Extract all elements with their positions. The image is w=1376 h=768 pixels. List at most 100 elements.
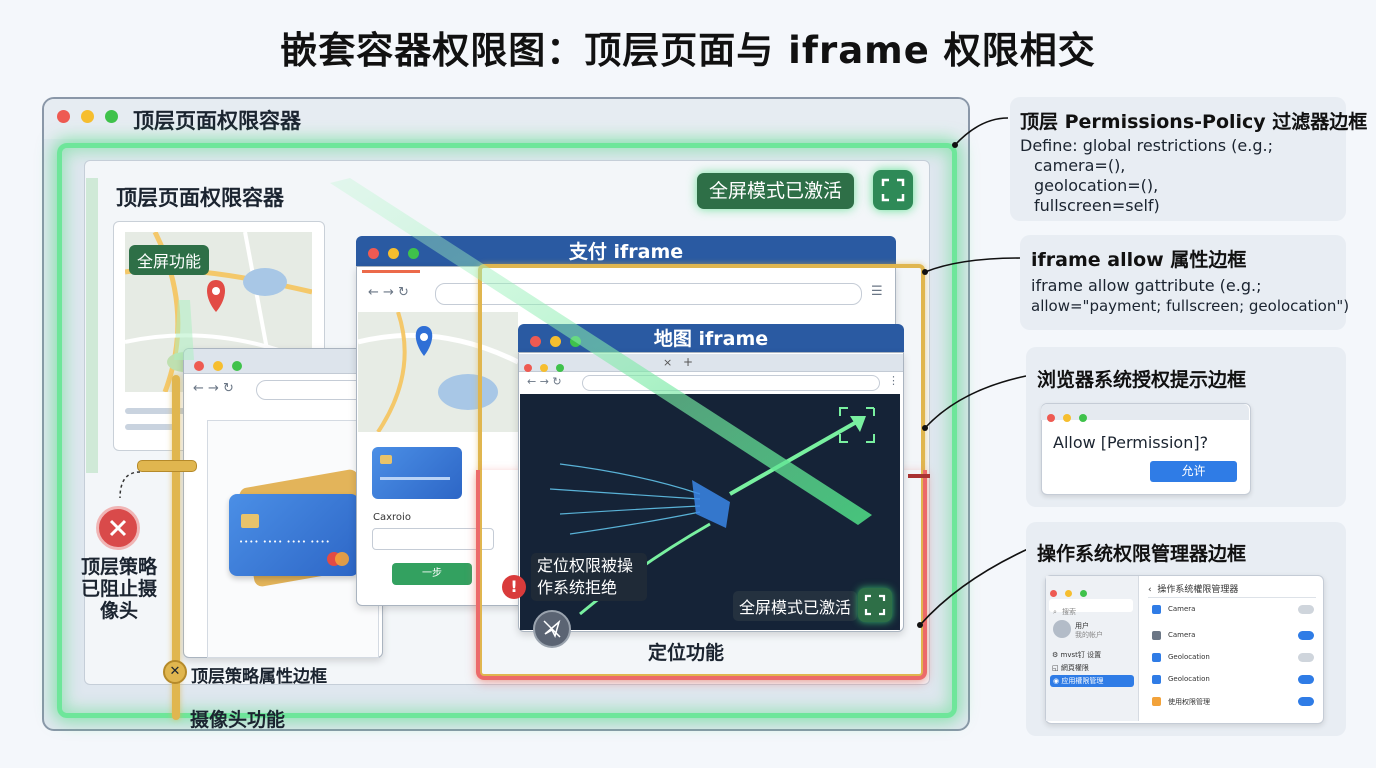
tab-close-icon[interactable]: × (663, 356, 673, 369)
maximize-dot-icon[interactable] (105, 110, 119, 123)
legend-iframe-allow (1020, 235, 1346, 330)
minimize-dot-icon[interactable] (213, 361, 224, 371)
maximize-dot-icon[interactable] (408, 248, 420, 259)
minimize-dot-icon[interactable] (540, 364, 549, 372)
os-row-toggle[interactable] (1298, 605, 1314, 614)
permission-manager-icon (1152, 697, 1161, 706)
maximize-dot-icon[interactable] (1080, 590, 1088, 597)
os-sidebar-item-active[interactable]: ◉ 应用權限管理 (1050, 675, 1134, 687)
policy-x-icon: ✕ (163, 660, 187, 684)
close-dot-icon[interactable] (57, 110, 70, 123)
diagram-title: 嵌套容器权限图：顶层页面与 iframe 权限相交 (280, 29, 1096, 72)
payment-input[interactable] (372, 528, 494, 550)
minimize-dot-icon[interactable] (388, 248, 400, 259)
payment-progress-bar (362, 270, 420, 273)
back-forward-reload-icons[interactable]: ← → ↻ (368, 285, 409, 300)
inner-panel-title: 顶层页面权限容器 (116, 186, 284, 210)
os-permission-row[interactable]: Geolocation (1152, 652, 1314, 664)
permission-dialog-titlebar (1041, 404, 1249, 420)
legend-top-policy (1010, 97, 1346, 221)
payment-next-button[interactable]: 一步 (392, 563, 472, 585)
camera-icon (1152, 605, 1161, 614)
legend-iframe-allow-title: iframe allow 属性边框 (1031, 249, 1247, 271)
permission-dialog-text: Allow [Permission]? (1053, 433, 1209, 452)
card-chip-icon (241, 514, 259, 528)
os-row-toggle[interactable] (1298, 697, 1314, 706)
new-tab-icon[interactable]: + (683, 355, 694, 369)
close-dot-icon[interactable] (524, 364, 532, 372)
back-forward-reload-icons[interactable]: ← → ↻ (193, 381, 234, 396)
os-row-toggle[interactable] (1298, 631, 1314, 640)
legend-top-policy-line: camera=(), (1034, 156, 1126, 175)
close-dot-icon[interactable] (1050, 590, 1057, 597)
os-permission-row[interactable]: Geolocation (1152, 674, 1314, 686)
os-denied-red-border (476, 470, 927, 680)
card-stripe (380, 477, 450, 480)
os-window-controls (1050, 582, 1088, 601)
back-forward-reload-icons[interactable]: ← → ↻ (527, 375, 562, 388)
minimize-dot-icon[interactable] (550, 336, 562, 347)
os-user-sub: 我的帐户 (1075, 631, 1103, 639)
red-border-tick (908, 474, 930, 478)
map-tab-controls (524, 357, 565, 376)
permission-allow-button[interactable]: 允许 (1150, 461, 1237, 482)
os-sidebar-item[interactable]: ◱ 網頁權限 (1052, 664, 1089, 672)
maximize-dot-icon[interactable] (1079, 414, 1088, 422)
map-data-flow-graphic (549, 407, 875, 616)
os-permission-row[interactable]: Camera (1152, 630, 1314, 642)
os-row-toggle[interactable] (1298, 675, 1314, 684)
os-row-label: Camera (1168, 631, 1196, 639)
camera-window-controls (194, 356, 243, 375)
card-chip-icon (380, 455, 392, 464)
top-level-titlebar (44, 99, 968, 139)
legend-top-policy-line: fullscreen=self) (1034, 196, 1160, 215)
payment-url-bar[interactable] (435, 283, 862, 305)
os-panel-header: ‹ 操作系统權限管理器 (1148, 585, 1239, 595)
menu-icon[interactable]: ☰ (871, 284, 883, 299)
location-icon (1152, 675, 1161, 684)
close-dot-icon[interactable] (530, 336, 541, 347)
minimize-dot-icon[interactable] (81, 110, 95, 123)
card-number-dots: •••• •••• •••• •••• (239, 538, 331, 546)
dialog-window-controls (1047, 407, 1088, 426)
camera-icon (1152, 631, 1161, 640)
location-icon (1152, 653, 1161, 662)
top-level-window-title: 顶层页面权限容器 (133, 109, 301, 133)
os-sidebar-item[interactable]: ⚙ mvst钉 设置 (1052, 651, 1102, 659)
map-fullscreen-icon[interactable] (858, 588, 892, 622)
os-permission-row[interactable]: Camera (1152, 604, 1314, 616)
legend-top-policy-line: Define: global restrictions (e.g.; (1020, 136, 1273, 155)
warning-icon: ! (502, 575, 526, 599)
close-dot-icon[interactable] (194, 361, 204, 371)
os-search-field[interactable]: ⌕ 搜索 (1049, 599, 1133, 616)
payment-card-graphic (372, 447, 462, 499)
location-feature-label: 定位功能 (648, 642, 725, 664)
window-controls (57, 108, 119, 127)
close-dot-icon[interactable] (368, 248, 379, 259)
close-dot-icon[interactable] (1047, 414, 1055, 422)
more-icon[interactable]: ⋮ (888, 374, 899, 387)
legend-os-manager-title: 操作系统权限管理器边框 (1037, 543, 1247, 565)
legend-browser-prompt-title: 浏览器系统授权提示边框 (1037, 369, 1247, 391)
minimize-dot-icon[interactable] (1063, 414, 1072, 422)
maximize-dot-icon[interactable] (232, 361, 243, 371)
map-fullscreen-label: 全屏模式已激活 (733, 591, 858, 621)
os-user-name: 用户 (1075, 622, 1089, 630)
map-card-line (125, 408, 195, 414)
card-brand-icon (327, 552, 349, 566)
os-row-toggle[interactable] (1298, 653, 1314, 662)
location-denied-label: 定位权限被操作系统拒绝 (531, 553, 647, 601)
os-sidebar-item-label: 应用權限管理 (1061, 677, 1104, 685)
os-permission-row[interactable]: 使用权限管理 (1152, 696, 1314, 708)
payment-window-controls (368, 244, 420, 263)
minimize-dot-icon[interactable] (1065, 590, 1073, 597)
os-row-label: 使用权限管理 (1168, 698, 1210, 706)
payment-form-label: Caxroio (373, 512, 411, 523)
fullscreen-icon[interactable] (873, 170, 913, 210)
legend-top-policy-line: geolocation=(), (1034, 176, 1159, 195)
maximize-dot-icon[interactable] (556, 364, 565, 372)
legend-iframe-allow-line: iframe allow gattribute (e.g.; (1031, 276, 1262, 295)
camera-connector (119, 471, 141, 499)
